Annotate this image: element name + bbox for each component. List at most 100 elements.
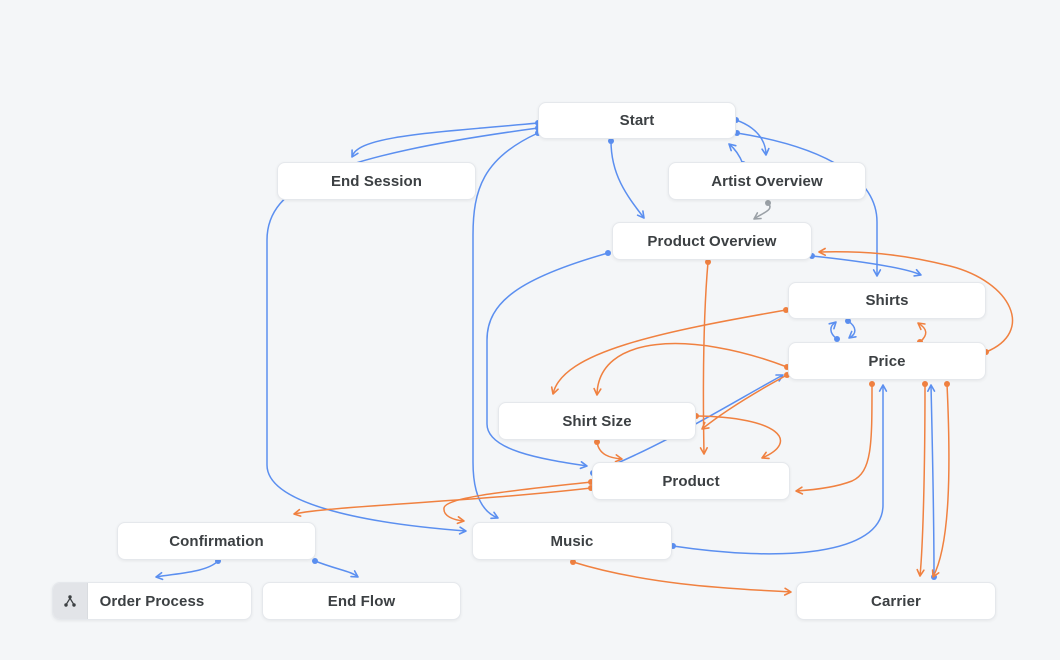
edge-arrowhead	[818, 247, 826, 256]
edge-source-dot	[834, 336, 840, 342]
edge-carrier-to-price[interactable]	[927, 384, 937, 580]
edge-source-dot	[869, 381, 875, 387]
node-carrier[interactable]: Carrier	[796, 582, 996, 620]
edge-price-to-shirts[interactable]	[828, 321, 840, 342]
branch-icon	[64, 595, 76, 607]
edge-arrowhead	[614, 454, 623, 463]
edge-price-to-carrier[interactable]	[916, 381, 928, 577]
edge-source-dot	[944, 381, 950, 387]
edge-arrowhead	[701, 421, 710, 430]
edge-arrowhead	[878, 384, 888, 392]
edge-product-to-music[interactable]	[443, 479, 594, 525]
node-start[interactable]: Start	[538, 102, 736, 139]
node-label: Order Process	[99, 592, 205, 610]
edge-line	[672, 385, 884, 555]
node-end-session[interactable]: End Session	[277, 162, 476, 200]
edge-line	[155, 560, 219, 578]
edge-arrowhead	[636, 210, 645, 219]
node-product-overview[interactable]: Product Overview	[612, 222, 812, 260]
edge-arrowhead	[761, 451, 770, 460]
node-icon-badge	[53, 583, 88, 619]
edge-line	[702, 261, 709, 455]
edge-source-dot	[845, 318, 851, 324]
edge-source-dot	[705, 259, 711, 265]
edge-line	[486, 252, 609, 467]
node-label: Carrier	[871, 592, 921, 610]
edge-arrowhead	[351, 149, 359, 158]
edge-line	[811, 255, 922, 276]
node-label: Price	[868, 352, 906, 370]
edge-line	[728, 143, 744, 165]
node-shirts[interactable]: Shirts	[788, 282, 986, 319]
edge-line	[795, 383, 873, 492]
edge-line	[818, 251, 1014, 353]
edge-arrowhead	[593, 387, 602, 396]
edge-arrowhead	[728, 143, 737, 152]
edge-line	[736, 132, 878, 276]
node-label: Product	[662, 472, 720, 490]
node-confirmation[interactable]: Confirmation	[117, 522, 316, 560]
edge-price-to-product[interactable]	[795, 381, 875, 495]
edge-source-dot	[594, 439, 600, 445]
edge-line	[472, 132, 539, 519]
edge-line	[932, 383, 950, 578]
edge-line	[293, 487, 592, 515]
node-shirt-size[interactable]: Shirt Size	[498, 402, 696, 440]
edge-product-overview-to-shirts[interactable]	[809, 253, 922, 277]
edge-source-dot	[783, 307, 789, 313]
node-product[interactable]: Product	[592, 462, 790, 500]
edge-source-dot	[605, 250, 611, 256]
edge-arrowhead	[828, 321, 837, 330]
edge-arrowhead	[913, 268, 922, 277]
edge-arrowhead	[579, 461, 588, 470]
node-label: Confirmation	[169, 532, 264, 550]
edge-shirts-to-shirt-size[interactable]	[550, 307, 789, 395]
edge-line	[735, 119, 767, 156]
edge-arrowhead	[155, 571, 164, 581]
edge-line	[596, 342, 788, 396]
edge-confirmation-to-end-flow[interactable]	[312, 558, 359, 578]
node-end-flow[interactable]: End Flow	[262, 582, 461, 620]
node-music[interactable]: Music	[472, 522, 672, 560]
node-label: Artist Overview	[711, 172, 823, 190]
edge-product-overview-to-product[interactable]	[486, 250, 611, 470]
edge-arrowhead	[293, 508, 302, 517]
edge-line	[701, 374, 788, 430]
edge-line	[351, 122, 539, 158]
edge-music-to-carrier[interactable]	[570, 559, 792, 596]
edge-product-overview-to-product[interactable]	[699, 259, 712, 455]
node-label: End Session	[330, 172, 423, 190]
edge-start-to-music[interactable]	[472, 130, 541, 520]
edge-line	[919, 383, 926, 577]
edge-start-to-end-session[interactable]	[351, 120, 541, 158]
edge-line	[314, 560, 359, 578]
edge-arrowhead	[456, 516, 465, 525]
edge-price-to-carrier[interactable]	[931, 381, 950, 578]
edge-arrowhead	[761, 147, 770, 156]
edge-arrowhead	[927, 384, 936, 392]
edge-shirt-size-to-product[interactable]	[594, 439, 623, 463]
edge-line	[610, 140, 645, 219]
edge-artist-overview-to-product-overview[interactable]	[753, 200, 771, 220]
edge-source-dot	[765, 200, 771, 206]
edge-confirmation-to-order-process[interactable]	[155, 558, 221, 581]
edge-arrowhead	[916, 568, 925, 577]
edge-start-to-product-overview[interactable]	[608, 138, 645, 219]
node-price[interactable]: Price	[788, 342, 986, 380]
edge-line	[572, 561, 792, 593]
node-order-process[interactable]: Order Process	[52, 582, 252, 620]
edge-shirts-to-price[interactable]	[845, 318, 857, 339]
edge-arrowhead	[872, 269, 882, 277]
edge-arrowhead	[350, 570, 359, 578]
edge-line	[930, 384, 935, 578]
edge-source-dot	[608, 138, 614, 144]
edge-line	[695, 415, 782, 459]
node-label: Music	[550, 532, 594, 550]
edge-arrowhead	[931, 569, 940, 578]
edge-arrowhead	[550, 386, 559, 395]
node-artist-overview[interactable]: Artist Overview	[668, 162, 866, 200]
node-label: End Flow	[327, 592, 396, 610]
edge-arrowhead	[458, 526, 467, 535]
edge-line	[443, 481, 592, 522]
